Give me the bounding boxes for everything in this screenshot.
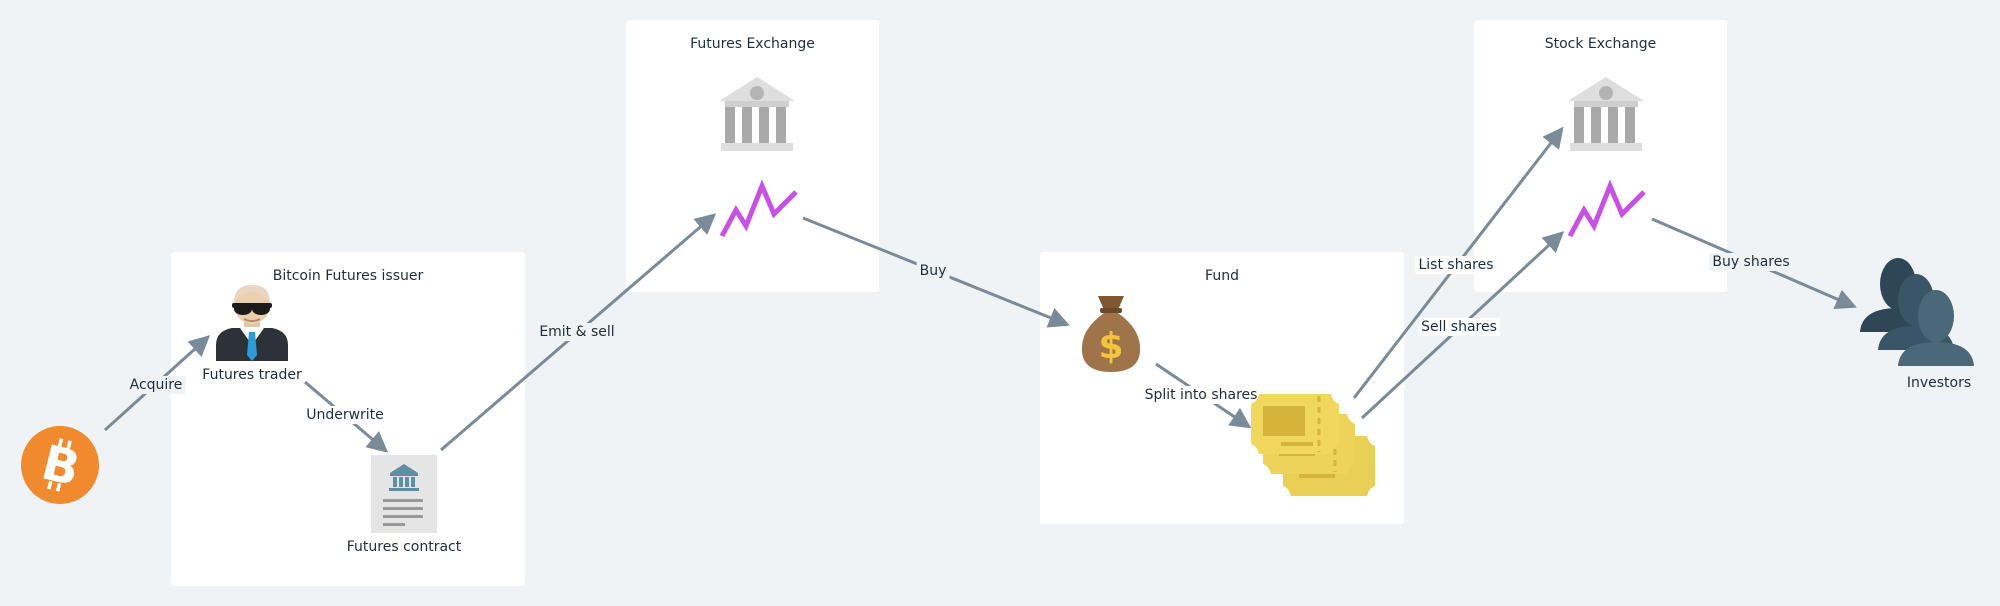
money-bag-icon: $ xyxy=(1081,296,1141,372)
edge-label-buy: Buy xyxy=(916,262,950,280)
futures-contract-label: Futures contract xyxy=(346,539,462,555)
edge-label-emit-sell: Emit & sell xyxy=(536,323,618,341)
panel-title-issuer: Bitcoin Futures issuer xyxy=(272,268,424,284)
panel-title-stock-exchange: Stock Exchange xyxy=(1544,36,1657,52)
share-coupons-icon xyxy=(1251,394,1375,496)
investors-label: Investors xyxy=(1906,375,1972,391)
edge-label-list-shares: List shares xyxy=(1415,256,1497,274)
bitcoin-icon: B xyxy=(21,426,99,504)
panel-futures-exchange: Futures Exchange xyxy=(626,20,879,292)
panel-title-fund: Fund xyxy=(1205,268,1239,284)
futures-trader-avatar xyxy=(216,285,288,361)
futures-trader-label: Futures trader xyxy=(202,367,302,383)
stock-price-chart-icon xyxy=(1567,180,1646,238)
stock-exchange-bank-icon xyxy=(1568,77,1644,151)
edge-label-acquire: Acquire xyxy=(126,376,186,394)
panel-stock-exchange: Stock Exchange xyxy=(1474,20,1727,292)
investors-group-icon xyxy=(1860,258,1974,366)
edge-label-split: Split into shares xyxy=(1141,386,1261,404)
edge-label-buy-shares: Buy shares xyxy=(1709,253,1793,271)
svg-text:$: $ xyxy=(1098,326,1123,367)
edge-label-sell-shares: Sell shares xyxy=(1418,318,1500,336)
futures-exchange-bank-icon xyxy=(719,77,795,151)
panel-title-futures-exchange: Futures Exchange xyxy=(690,36,815,52)
futures-price-chart-icon xyxy=(719,180,798,238)
edge-label-underwrite: Underwrite xyxy=(303,406,387,424)
futures-contract-document-icon xyxy=(371,455,437,533)
